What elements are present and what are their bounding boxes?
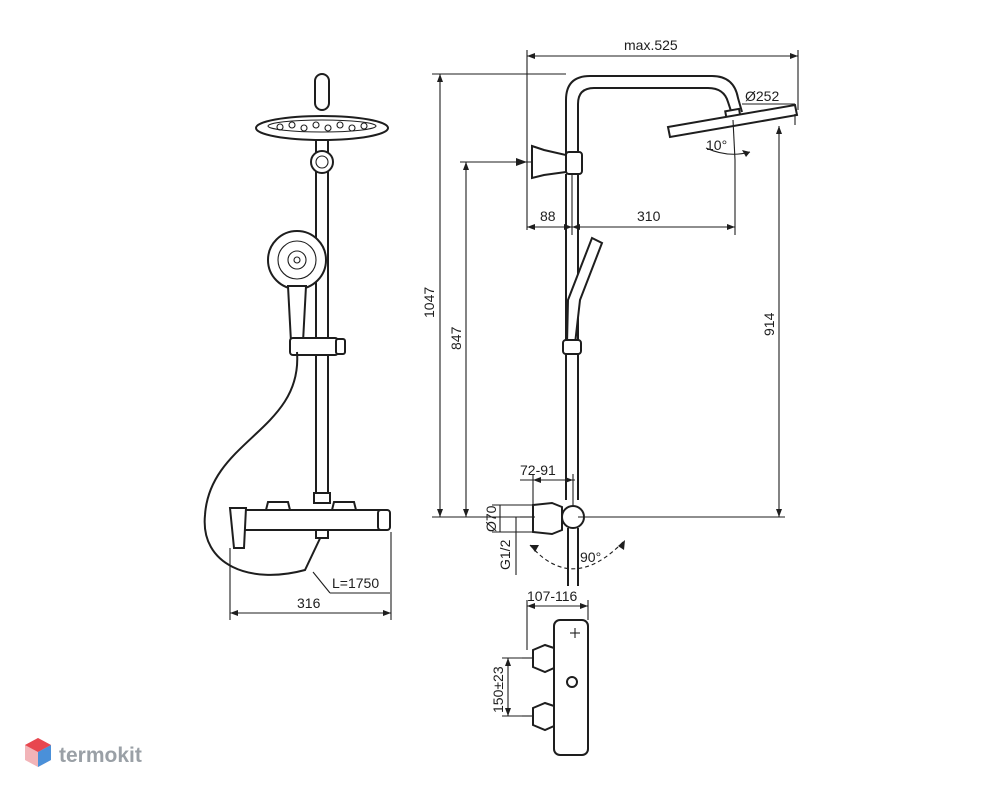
rain-shower-head <box>255 115 389 141</box>
rail-top-cap <box>314 73 330 111</box>
wall-bracket-upper <box>531 144 567 180</box>
center-distance-label: 150±23 <box>490 666 506 713</box>
hose-length-label: L=1750 <box>332 575 379 591</box>
shower-arm-inner <box>577 87 733 160</box>
diameter-70-label: Ø70 <box>483 505 499 532</box>
connection-height-label: 847 <box>448 326 464 350</box>
front-view: 316 L=1750 <box>203 73 392 620</box>
rail-bottom-nut <box>313 492 331 504</box>
head-diameter-label: Ø252 <box>745 88 779 104</box>
hand-shower-head <box>267 230 327 290</box>
hose-outlet <box>315 529 329 539</box>
thermostat-mixer-body <box>235 509 391 531</box>
head-height-label: 914 <box>761 312 777 336</box>
mixer-top-view: 107-116 150±23 <box>490 588 589 756</box>
rain-head-nozzle-ring <box>267 119 377 133</box>
mixer-lever <box>228 507 248 549</box>
max-width-label: max.525 <box>624 37 678 53</box>
mixer-top-connector-lower <box>532 701 555 732</box>
hand-shower-handle <box>286 285 308 343</box>
arm-length-label: 310 <box>637 208 661 224</box>
termokit-logo: termokit <box>25 738 142 767</box>
total-height-label: 1047 <box>421 287 437 318</box>
hand-shower-side <box>565 236 604 345</box>
temperature-knob <box>377 509 391 531</box>
thread-label: G1/2 <box>497 539 513 570</box>
arm-offset-label: 88 <box>540 208 556 224</box>
mixer-top-connector-upper <box>532 643 555 674</box>
rain-head-nozzles <box>276 121 368 132</box>
shower-arm-outer <box>565 75 743 160</box>
wall-bracket-lower <box>532 501 563 536</box>
rail-collar <box>310 150 334 174</box>
mixer-width-label: 316 <box>297 595 321 611</box>
tilt-angle-label: 10° <box>706 137 727 153</box>
shower-hose <box>203 351 325 576</box>
mixer-depth-label: 107-116 <box>527 588 578 604</box>
wall-distance-label: 72-91 <box>520 462 556 478</box>
slider-side <box>562 339 582 355</box>
rotation-angle-label: 90° <box>580 549 601 565</box>
mixer-top-indicator <box>566 676 578 688</box>
logo-text: termokit <box>59 744 142 767</box>
side-view: 10° Ø252 90° Ø70 G1/2 <box>421 37 799 586</box>
